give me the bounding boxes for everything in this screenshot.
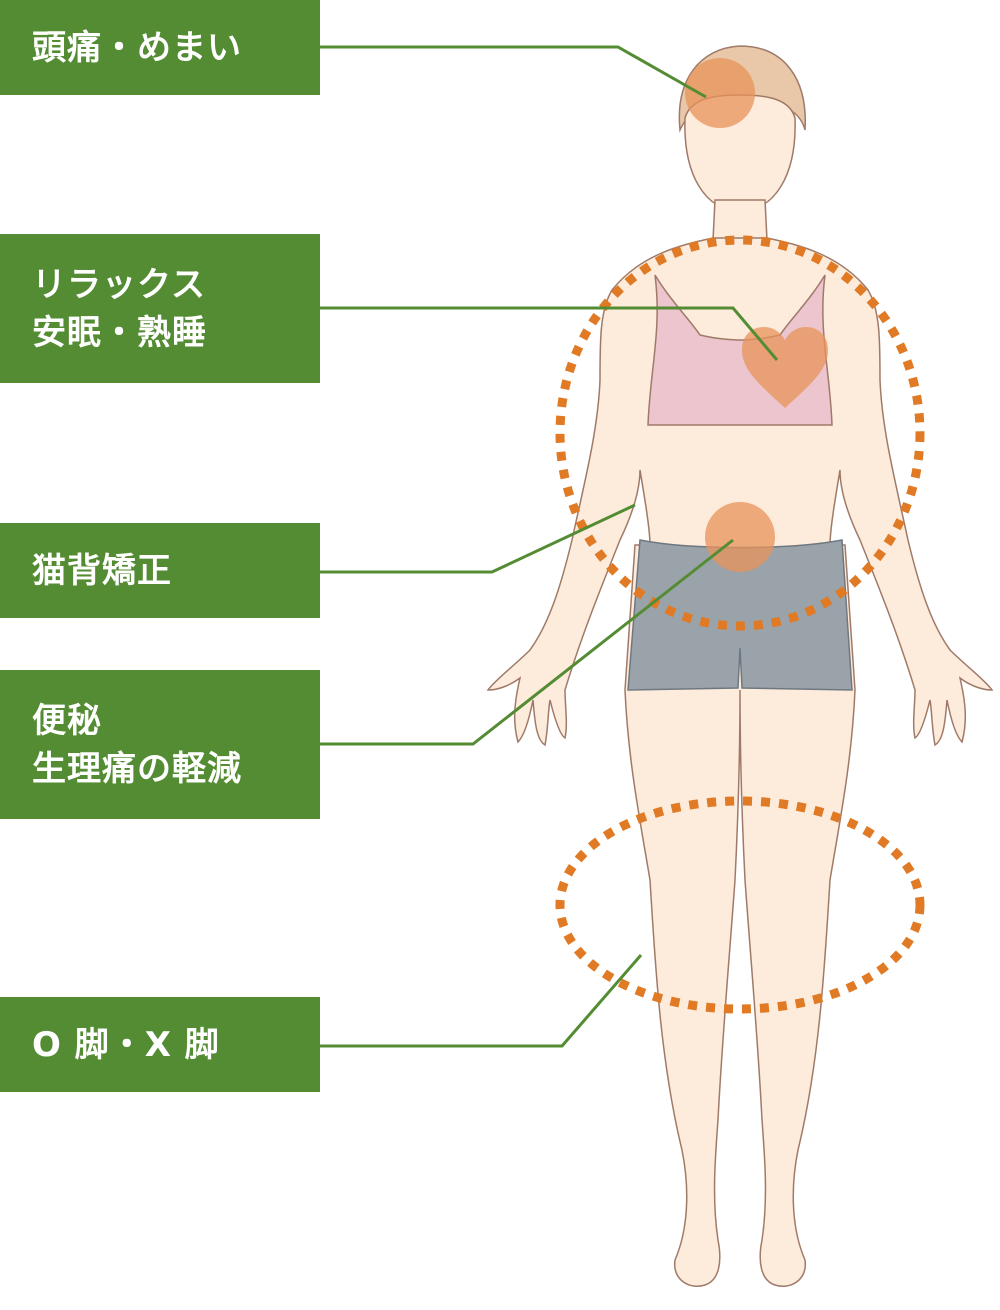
label-relax-sleep: リラックス 安眠・熟睡 [0,234,320,383]
label-relax-line-1: リラックス [32,264,206,305]
connector-posture [320,503,636,574]
label-posture-line-1: 猫背矯正 [32,550,172,591]
connector-bowel [320,538,734,746]
connector-relax [320,306,779,361]
woman-figure [486,45,994,1287]
knee-dotted-ring [555,796,925,1014]
torso-dotted-ring [555,235,925,631]
belly-highlight-spot [705,502,775,572]
label-relax-line-2: 安眠・熟睡 [32,312,207,353]
torso [486,237,994,1287]
head-highlight-spot [685,58,755,128]
label-constipation-cramps: 便秘 生理痛の軽減 [0,670,320,819]
neck [712,199,768,241]
label-bowel-line-2: 生理痛の軽減 [32,748,242,789]
connector-headache [320,45,707,99]
label-posture-correction: 猫背矯正 [0,523,320,618]
heart-highlight-icon [742,327,828,408]
connector-legs [320,954,643,1048]
label-bowel-line-1: 便秘 [32,700,102,741]
label-legs-line-1: O 脚・X 脚 [32,1024,220,1065]
label-headache-dizziness: 頭痛・めまい [0,0,320,95]
label-headache-line-1: 頭痛・めまい [32,27,242,68]
label-o-x-legs: O 脚・X 脚 [0,997,320,1092]
